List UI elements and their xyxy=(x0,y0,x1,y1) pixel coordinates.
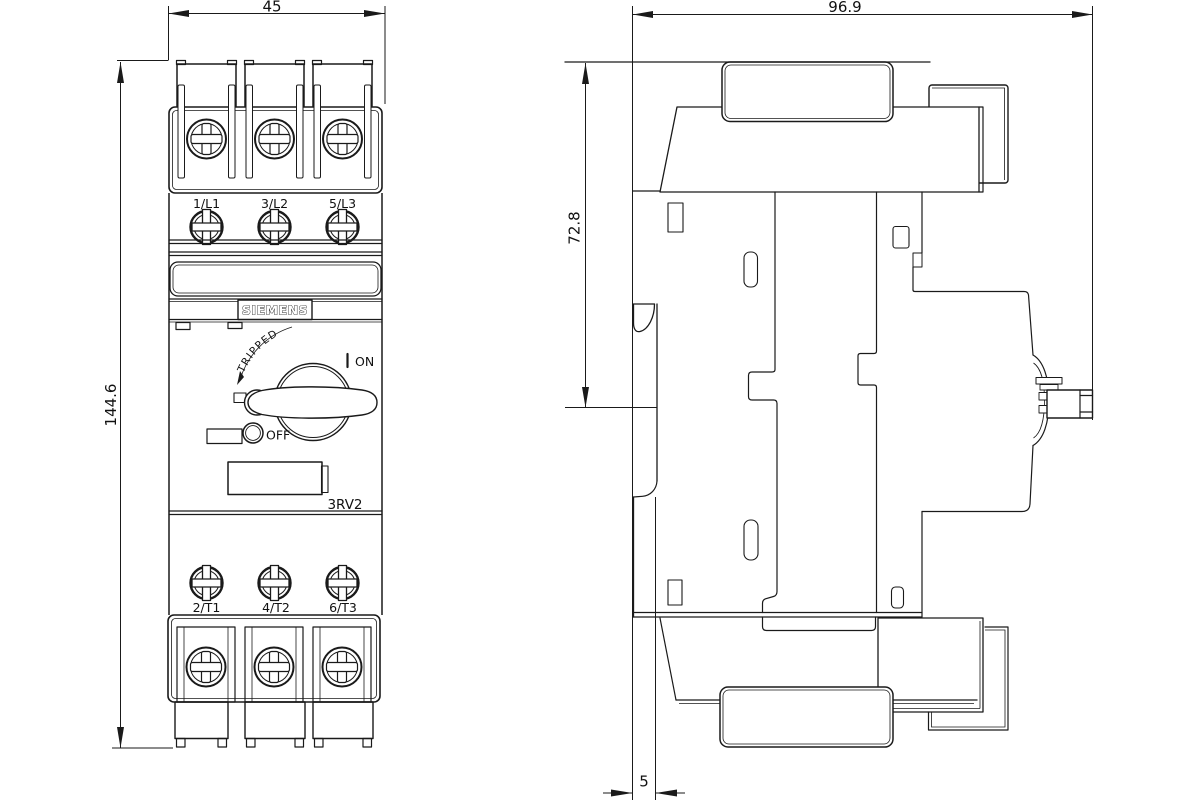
on-position: ON xyxy=(346,352,374,369)
top-terminal-covers xyxy=(175,59,374,107)
bottom-cover-side xyxy=(719,686,894,748)
dim-depth: 96.9 xyxy=(632,0,1093,420)
aux-screws-bottom xyxy=(189,564,360,602)
terminal-label-bottom: 6/T3 xyxy=(329,600,357,615)
screw-icon xyxy=(257,564,292,602)
indicator-window xyxy=(175,321,191,331)
dim-arrow-down xyxy=(582,387,589,408)
aux-screws-top xyxy=(189,208,360,246)
terminal-cover xyxy=(174,701,229,748)
housing-slots xyxy=(667,202,910,609)
model-label: 3RV2 xyxy=(327,497,362,513)
terminal-cover xyxy=(243,59,306,107)
screw-icon xyxy=(325,208,360,246)
dim-arrow-right xyxy=(364,10,385,17)
off-symbol xyxy=(242,422,264,444)
din-clip-top xyxy=(632,303,656,333)
din-rail-clips xyxy=(632,303,658,618)
dim-arrow-down xyxy=(117,727,124,748)
top-terminal-housing xyxy=(168,84,383,194)
dim-arrow-right xyxy=(1072,11,1093,18)
dim-upper-height-label: 72.8 xyxy=(566,211,584,244)
dim-arrow-up xyxy=(582,63,589,84)
dim-width: 45 xyxy=(168,0,386,104)
bottom-terminal-housing xyxy=(167,614,381,703)
terminal-cover xyxy=(311,59,374,107)
dim-arrow-up xyxy=(117,62,124,83)
terminal-label-top: 5/L3 xyxy=(329,196,356,211)
front-view: 45 144.6 xyxy=(102,0,386,749)
dim-rail-offset: 5 xyxy=(603,62,685,800)
terminal-screw-icon xyxy=(321,646,363,688)
terminal-label-bottom: 4/T2 xyxy=(262,600,290,615)
dim-rail-offset-label: 5 xyxy=(639,773,649,791)
bottom-terminal-covers xyxy=(174,701,374,748)
siemens-logo: SIEMENS xyxy=(237,299,313,321)
brand-label: SIEMENS xyxy=(242,303,308,318)
terminal-cover xyxy=(175,59,238,107)
screw-icon xyxy=(189,208,224,246)
dim-arrow-left xyxy=(168,10,189,17)
terminal-label-top: 3/L2 xyxy=(261,196,288,211)
svg-text:TRIPPED: TRIPPED xyxy=(235,327,280,375)
device-label-area xyxy=(227,461,329,496)
tripped-arc xyxy=(239,326,293,381)
terminal-screw-icon xyxy=(254,118,295,160)
dim-height-label: 144.6 xyxy=(102,384,120,427)
terminal-screw-icon xyxy=(322,118,363,160)
dim-width-label: 45 xyxy=(262,0,281,16)
terminal-screw-icon xyxy=(185,646,227,688)
tripped-arrow-icon xyxy=(237,371,244,385)
top-cover-side xyxy=(721,61,894,123)
din-clip-bottom xyxy=(632,480,658,498)
off-position: OFF xyxy=(242,422,290,444)
rotary-switch: TRIPPED ON OFF xyxy=(206,326,378,445)
terminal-cover xyxy=(312,701,374,748)
screw-icon xyxy=(257,208,292,246)
off-label: OFF xyxy=(266,428,290,443)
central-tower xyxy=(747,191,878,632)
dim-arrow-left xyxy=(632,11,653,18)
rear-bottom-block xyxy=(877,617,1009,731)
terminal-label-top: 1/L1 xyxy=(193,196,220,211)
setting-window xyxy=(206,428,243,445)
terminal-screw-icon xyxy=(253,646,295,688)
dim-upper-height: 72.8 xyxy=(565,63,657,408)
terminal-screw-icon xyxy=(186,118,227,160)
switch-handle xyxy=(247,386,378,419)
knob-shaft xyxy=(1046,389,1094,419)
terminal-label-bottom: 2/T1 xyxy=(193,600,221,615)
front-face-profile xyxy=(912,191,1094,618)
tripped-label: TRIPPED xyxy=(235,327,279,375)
dim-arrow-left xyxy=(655,789,677,797)
screw-icon xyxy=(325,564,360,602)
dim-arrow-right xyxy=(611,789,633,797)
indicator-window xyxy=(227,321,243,330)
terminal-cover xyxy=(244,701,306,748)
side-view: 96.9 72.8 5 xyxy=(564,0,1094,800)
dim-height: 144.6 xyxy=(102,60,173,749)
screw-icon xyxy=(189,564,224,602)
on-label: ON xyxy=(355,354,374,369)
dim-depth-label: 96.9 xyxy=(828,0,861,16)
